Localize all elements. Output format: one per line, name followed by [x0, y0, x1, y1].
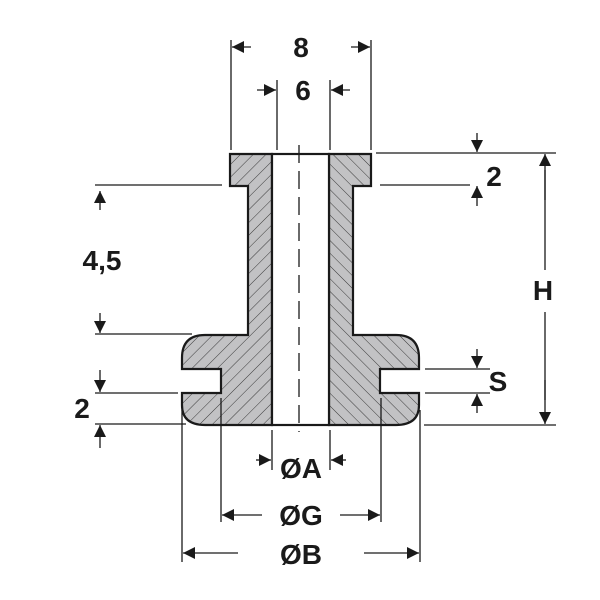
dim-label-8: 8	[293, 32, 309, 63]
dim-label-s: S	[489, 366, 508, 397]
dim-top-flange: 2	[376, 133, 556, 206]
dim-label-4-5: 4,5	[83, 245, 122, 276]
dim-label-oa: ØA	[280, 453, 322, 484]
dim-stem: 4,5	[83, 184, 222, 335]
dim-slot: S	[425, 349, 507, 413]
dim-top-outer: 8	[230, 32, 372, 150]
right-section-half	[327, 152, 421, 427]
bore	[270, 152, 331, 427]
dim-label-ob: ØB	[280, 539, 322, 570]
grommet-section	[180, 145, 421, 432]
dim-label-bottom-2: 2	[74, 393, 90, 424]
dim-label-flange-2: 2	[486, 161, 502, 192]
dim-top-inner: 6	[257, 75, 350, 150]
dim-bore: ØA	[256, 430, 346, 484]
dim-label-6: 6	[295, 75, 311, 106]
dim-bottom: 2	[74, 370, 186, 448]
left-section-half	[180, 152, 274, 427]
dim-label-og: ØG	[279, 500, 323, 531]
dim-height: H	[424, 154, 556, 426]
dim-label-h: H	[533, 275, 553, 306]
dim-base: ØB	[181, 410, 421, 570]
dim-groove: ØG	[220, 398, 382, 531]
